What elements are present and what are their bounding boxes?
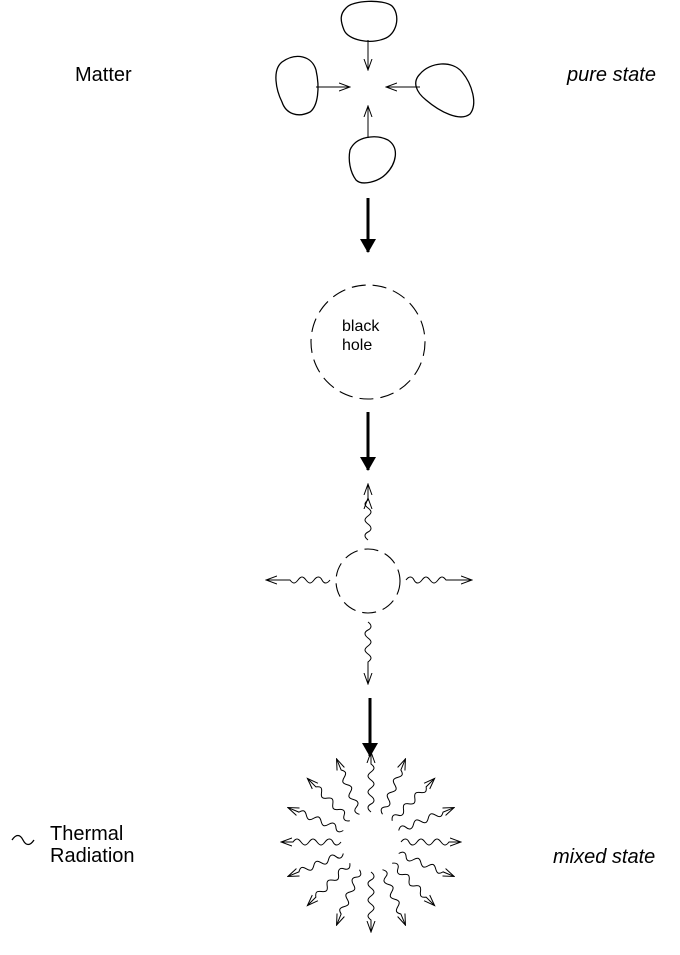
matter-group	[275, 0, 475, 184]
thermal-ray	[368, 871, 374, 932]
black-hole-horizon	[310, 284, 426, 400]
thermal-ray	[398, 805, 456, 831]
thermal-ray	[334, 869, 362, 927]
thermal-ray	[391, 776, 437, 821]
ray-left	[266, 577, 331, 583]
thermal-ray	[305, 863, 351, 908]
black-hole-label: black hole	[342, 317, 379, 355]
thermal-ray	[287, 805, 344, 833]
ray-up	[365, 484, 371, 541]
thermal-ray	[398, 851, 456, 880]
mixed-state-label: mixed state	[553, 846, 656, 868]
thermal-label-line2: Radiation	[50, 845, 135, 867]
thermal-radiation-label: Thermal Radiation	[50, 823, 135, 867]
evaporating-black-hole	[266, 484, 472, 684]
ray-down	[365, 621, 371, 684]
matter-blob-top	[340, 0, 398, 42]
ray-right	[405, 577, 472, 583]
black-hole-label-line2: hole	[342, 337, 373, 354]
matter-label: Matter	[75, 64, 132, 86]
thermal-ray	[392, 862, 437, 908]
thermal-radiation-burst	[281, 752, 461, 932]
pure-state-label: pure state	[567, 64, 656, 86]
thermal-ray	[305, 776, 350, 822]
small-horizon	[335, 548, 401, 614]
thermal-label-line1: Thermal	[50, 823, 124, 845]
thermal-ray	[334, 758, 360, 815]
matter-blob-bottom	[348, 136, 396, 184]
thermal-ray	[382, 869, 409, 927]
black-hole-label-line1: black	[342, 318, 380, 335]
thermal-ray	[380, 758, 409, 815]
matter-blob-right	[415, 63, 475, 118]
legend-wiggle-icon	[11, 834, 35, 846]
matter-blob-left	[275, 55, 319, 116]
thermal-ray	[368, 752, 374, 813]
thermal-ray	[400, 839, 461, 845]
thermal-ray	[287, 853, 344, 880]
thermal-ray	[281, 839, 342, 845]
